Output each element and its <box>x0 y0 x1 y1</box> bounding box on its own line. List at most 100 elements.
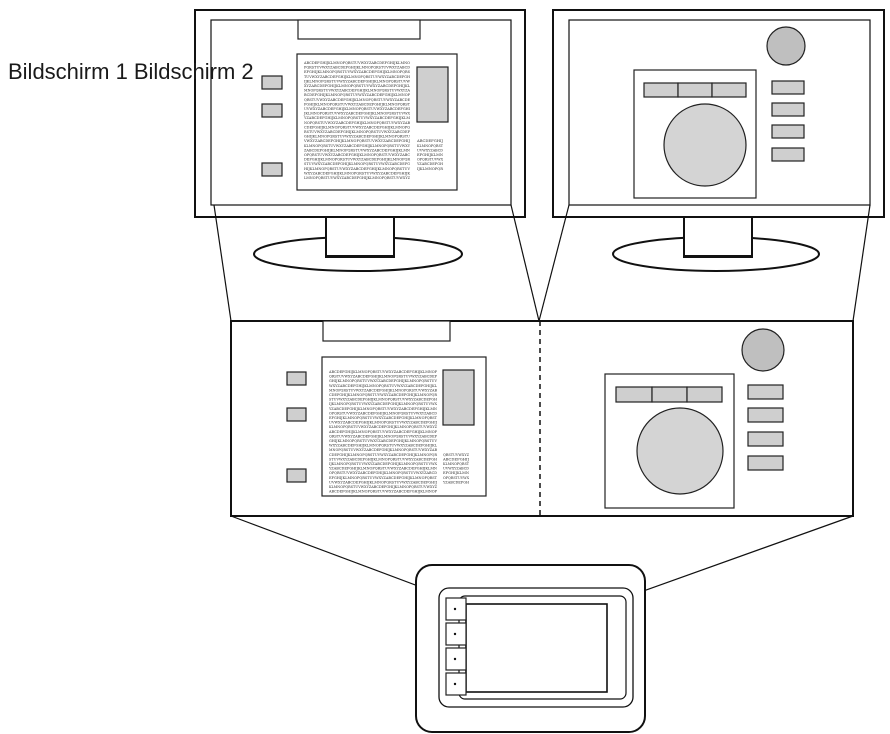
document-text-line: CDEFGHIJKLMNOPQRSTUVWXYZABCDEFGHIJKLMNOP… <box>329 453 437 457</box>
document-text-line: KLMNOPQRSTUVWXYZABCDEFGHIJKLMNOPQRSTUVWX… <box>329 425 437 429</box>
combined-right-side-button <box>747 407 784 423</box>
monitor-2-side-button <box>771 147 805 162</box>
document-text-line: KLMNOPQRST <box>443 462 470 466</box>
document-text-line: ABCDEFGHIJKLMNOPQRSTUVWXYZABCDEFGHIJKLMN… <box>303 61 410 65</box>
document-text-line: CDEFGHIJKLMNOPQRSTUVWXYZABCDEFGHIJKLMNOP… <box>304 125 410 129</box>
document-text-line: GHIJKLMNOPQRSTUVWXYZABCDEFGHIJKLMNOPQRST… <box>329 439 437 443</box>
document-text-line: GHIJKLMNOPQRSTUVWXYZABCDEFGHIJKLMNOPQRST… <box>304 135 410 139</box>
document-text-line: DEFGHIJKLMNOPQRSTUVWXYZABCDEFGHIJKLMNOPQ… <box>304 158 410 162</box>
document-text-line: ABCDEFGHIJ <box>442 457 470 461</box>
document-text-line: XYZABCDEFGHIJKLMNOPQRSTUVWXYZABCDEFGHIJK… <box>304 84 411 88</box>
document-text-line: CDEFGHIJKLMNOPQRSTUVWXYZABCDEFGHIJKLMNOP… <box>329 393 437 397</box>
combined-left-document-image <box>442 369 475 426</box>
document-text-line: PQRSTUVWXYZABCDEFGHIJKLMNOPQRSTUVWXYZABC… <box>304 66 410 70</box>
combined-right-panel-tab <box>651 386 688 403</box>
document-text-line: UVWXYZABCDEFGHIJKLMNOPQRSTUVWXYZABCDEFGH… <box>304 107 411 111</box>
combined-left-side-icon <box>286 371 307 386</box>
document-text-line: OPQRSTUVWXYZABCDEFGHIJKLMNOPQRSTUVWXYZAB… <box>329 471 437 475</box>
monitor-1-side-icon <box>261 162 283 177</box>
document-text-line: KLMNOPQRST <box>417 144 444 148</box>
document-text-line: WXYZABCDEFGHIJKLMNOPQRSTUVWXYZABCDEFGHIJ… <box>304 171 410 175</box>
screen-1-label: Bildschirm 1 <box>8 59 128 84</box>
monitor-2-panel-tab <box>711 82 747 98</box>
document-text-line: YZABCDEFGH <box>416 162 443 166</box>
document-text-line: OPQRSTUVWX <box>417 158 443 162</box>
combined-right-panel-tab <box>686 386 723 403</box>
document-text-line: EFGHIJKLMN <box>417 153 443 157</box>
document-text-line: VWXYZABCDEFGHIJKLMNOPQRSTUVWXYZABCDEFGHI… <box>303 139 411 143</box>
combined-right-panel-tab <box>615 386 653 403</box>
monitor-2-dial <box>663 103 747 187</box>
document-text-line: IJKLMNOPQRSTUVWXYZABCDEFGHIJKLMNOPQRSTUV… <box>329 462 437 466</box>
document-text-line: OPQRSTUVWXYZABCDEFGHIJKLMNOPQRSTUVWXYZAB… <box>329 411 437 415</box>
document-text-line: QRSTUVWXYZABCDEFGHIJKLMNOPQRSTUVWXYZABCD… <box>329 434 437 438</box>
combined-left-document-text: ABCDEFGHIJKLMNOPQRSTUVWXYZABCDEFGHIJKLMN… <box>328 370 470 494</box>
combined-desktop: ABCDEFGHIJKLMNOPQRSTUVWXYZABCDEFGHIJKLMN… <box>230 320 854 517</box>
monitor-1-stand <box>253 216 463 272</box>
document-text-line: UVWXYZABCD <box>443 467 469 471</box>
document-text-line: MNOPQRSTUVWXYZABCDEFGHIJKLMNOPQRSTUVWXYZ… <box>329 448 437 452</box>
document-text-line: JKLMNOPQRSTUVWXYZABCDEFGHIJKLMNOPQRSTUVW… <box>303 112 410 116</box>
monitor-2-circle-button <box>766 26 806 66</box>
document-text-line: MNOPQRSTUVWXYZABCDEFGHIJKLMNOPQRSTUVWXYZ… <box>329 388 437 392</box>
monitor-2-panel-tab <box>677 82 713 98</box>
document-text-line: STUVWXYZABCDEFGHIJKLMNOPQRSTUVWXYZABCDEF… <box>329 457 437 461</box>
document-text-line: KLMNOPQRSTUVWXYZABCDEFGHIJKLMNOPQRSTUVWX… <box>329 485 437 489</box>
monitor-2-panel-tab <box>643 82 679 98</box>
combined-left-titlebar <box>322 320 451 342</box>
monitor-2 <box>552 9 885 218</box>
document-text-line: IJKLMNOPQR <box>417 167 443 171</box>
monitor-1-side-icon <box>261 75 283 90</box>
document-text-line: STUVWXYZABCDEFGHIJKLMNOPQRSTUVWXYZABCDEF… <box>329 398 437 402</box>
document-text-line: STUVWXYZABCDEFGHIJKLMNOPQRSTUVWXYZABCDEF… <box>304 162 410 166</box>
monitor-1-document-text: ABCDEFGHIJKLMNOPQRSTUVWXYZABCDEFGHIJKLMN… <box>303 61 444 180</box>
document-text-line: WXYZABCDEFGHIJKLMNOPQRSTUVWXYZABCDEFGHIJ… <box>329 444 438 448</box>
document-text-line: YZABCDEFGH <box>442 480 469 484</box>
document-text-line: OPQRSTUVWX <box>443 476 469 480</box>
document-text-line: UVWXYZABCD <box>417 148 443 152</box>
monitor-1-document-image <box>416 66 449 123</box>
monitor-1: ABCDEFGHIJKLMNOPQRSTUVWXYZABCDEFGHIJKLMN… <box>194 9 526 218</box>
combined-left-side-icon <box>286 407 307 422</box>
tablet-outer-bezel <box>438 587 634 708</box>
document-text-line: QRSTUVWXYZABCDEFGHIJKLMNOPQRSTUVWXYZABCD… <box>329 375 437 379</box>
document-text-line: ABCDEFGHIJ <box>416 139 444 143</box>
tablet-active-area <box>465 603 608 693</box>
document-text-line: MNOPQRSTUVWXYZABCDEFGHIJKLMNOPQRSTUVWXYZ… <box>304 89 410 93</box>
document-text-line: GHIJKLMNOPQRSTUVWXYZABCDEFGHIJKLMNOPQRST… <box>329 379 437 383</box>
document-text-line: UVWXYZABCDEFGHIJKLMNOPQRSTUVWXYZABCDEFGH… <box>329 421 438 425</box>
document-text-line: BCDEFGHIJKLMNOPQRSTUVWXYZABCDEFGHIJKLMNO… <box>304 93 411 97</box>
document-text-line: LMNOPQRSTUVWXYZABCDEFGHIJKLMNOPQRSTUVWXY… <box>304 176 410 180</box>
document-text-line: FGHIJKLMNOPQRSTUVWXYZABCDEFGHIJKLMNOPQRS… <box>304 102 411 106</box>
monitor-2-side-button <box>771 80 805 95</box>
screen-2-label: Bildschirm 2 <box>133 59 254 84</box>
document-text-line: QRSTUVWXYZ <box>443 453 469 457</box>
document-text-line: UVWXYZABCDEFGHIJKLMNOPQRSTUVWXYZABCDEFGH… <box>329 480 438 484</box>
document-text-line: TUVWXYZABCDEFGHIJKLMNOPQRSTUVWXYZABCDEFG… <box>304 75 410 79</box>
monitor-2-stand <box>612 216 820 272</box>
document-text-line: WXYZABCDEFGHIJKLMNOPQRSTUVWXYZABCDEFGHIJ… <box>329 384 438 388</box>
combined-left-side-icon <box>286 468 307 483</box>
combined-right-side-button <box>747 431 784 447</box>
document-text-line: OPQRSTUVWXYZABCDEFGHIJKLMNOPQRSTUVWXYZAB… <box>304 153 410 157</box>
document-text-line: YZABCDEFGHIJKLMNOPQRSTUVWXYZABCDEFGHIJKL… <box>328 407 437 411</box>
monitor-1-side-icon <box>261 103 283 118</box>
document-text-line: QRSTUVWXYZABCDEFGHIJKLMNOPQRSTUVWXYZABCD… <box>304 98 410 102</box>
combined-right-side-button <box>747 384 784 400</box>
monitor-1-titlebar <box>297 19 421 40</box>
monitor-2-screen <box>568 19 871 206</box>
monitor-2-side-button <box>771 102 805 117</box>
monitor-2-side-button <box>771 124 805 139</box>
document-text-line: HIJKLMNOPQRSTUVWXYZABCDEFGHIJKLMNOPQRSTU… <box>304 167 410 171</box>
document-text-line: KLMNOPQRSTUVWXYZABCDEFGHIJKLMNOPQRSTUVWX… <box>304 144 411 148</box>
document-text-line: EFGHIJKLMNOPQRSTUVWXYZABCDEFGHIJKLMNOPQR… <box>304 70 411 74</box>
combined-right-circle-button <box>741 328 785 372</box>
pen-tablet <box>415 564 646 733</box>
document-text-line: ABCDEFGHIJKLMNOPQRSTUVWXYZABCDEFGHIJKLMN… <box>328 430 438 434</box>
document-text-line: ABCDEFGHIJKLMNOPQRSTUVWXYZABCDEFGHIJKLMN… <box>328 490 438 494</box>
document-text-line: EFGHIJKLMNOPQRSTUVWXYZABCDEFGHIJKLMNOPQR… <box>329 416 438 420</box>
combined-right-dial <box>636 407 724 495</box>
combined-right-side-button <box>747 455 784 471</box>
